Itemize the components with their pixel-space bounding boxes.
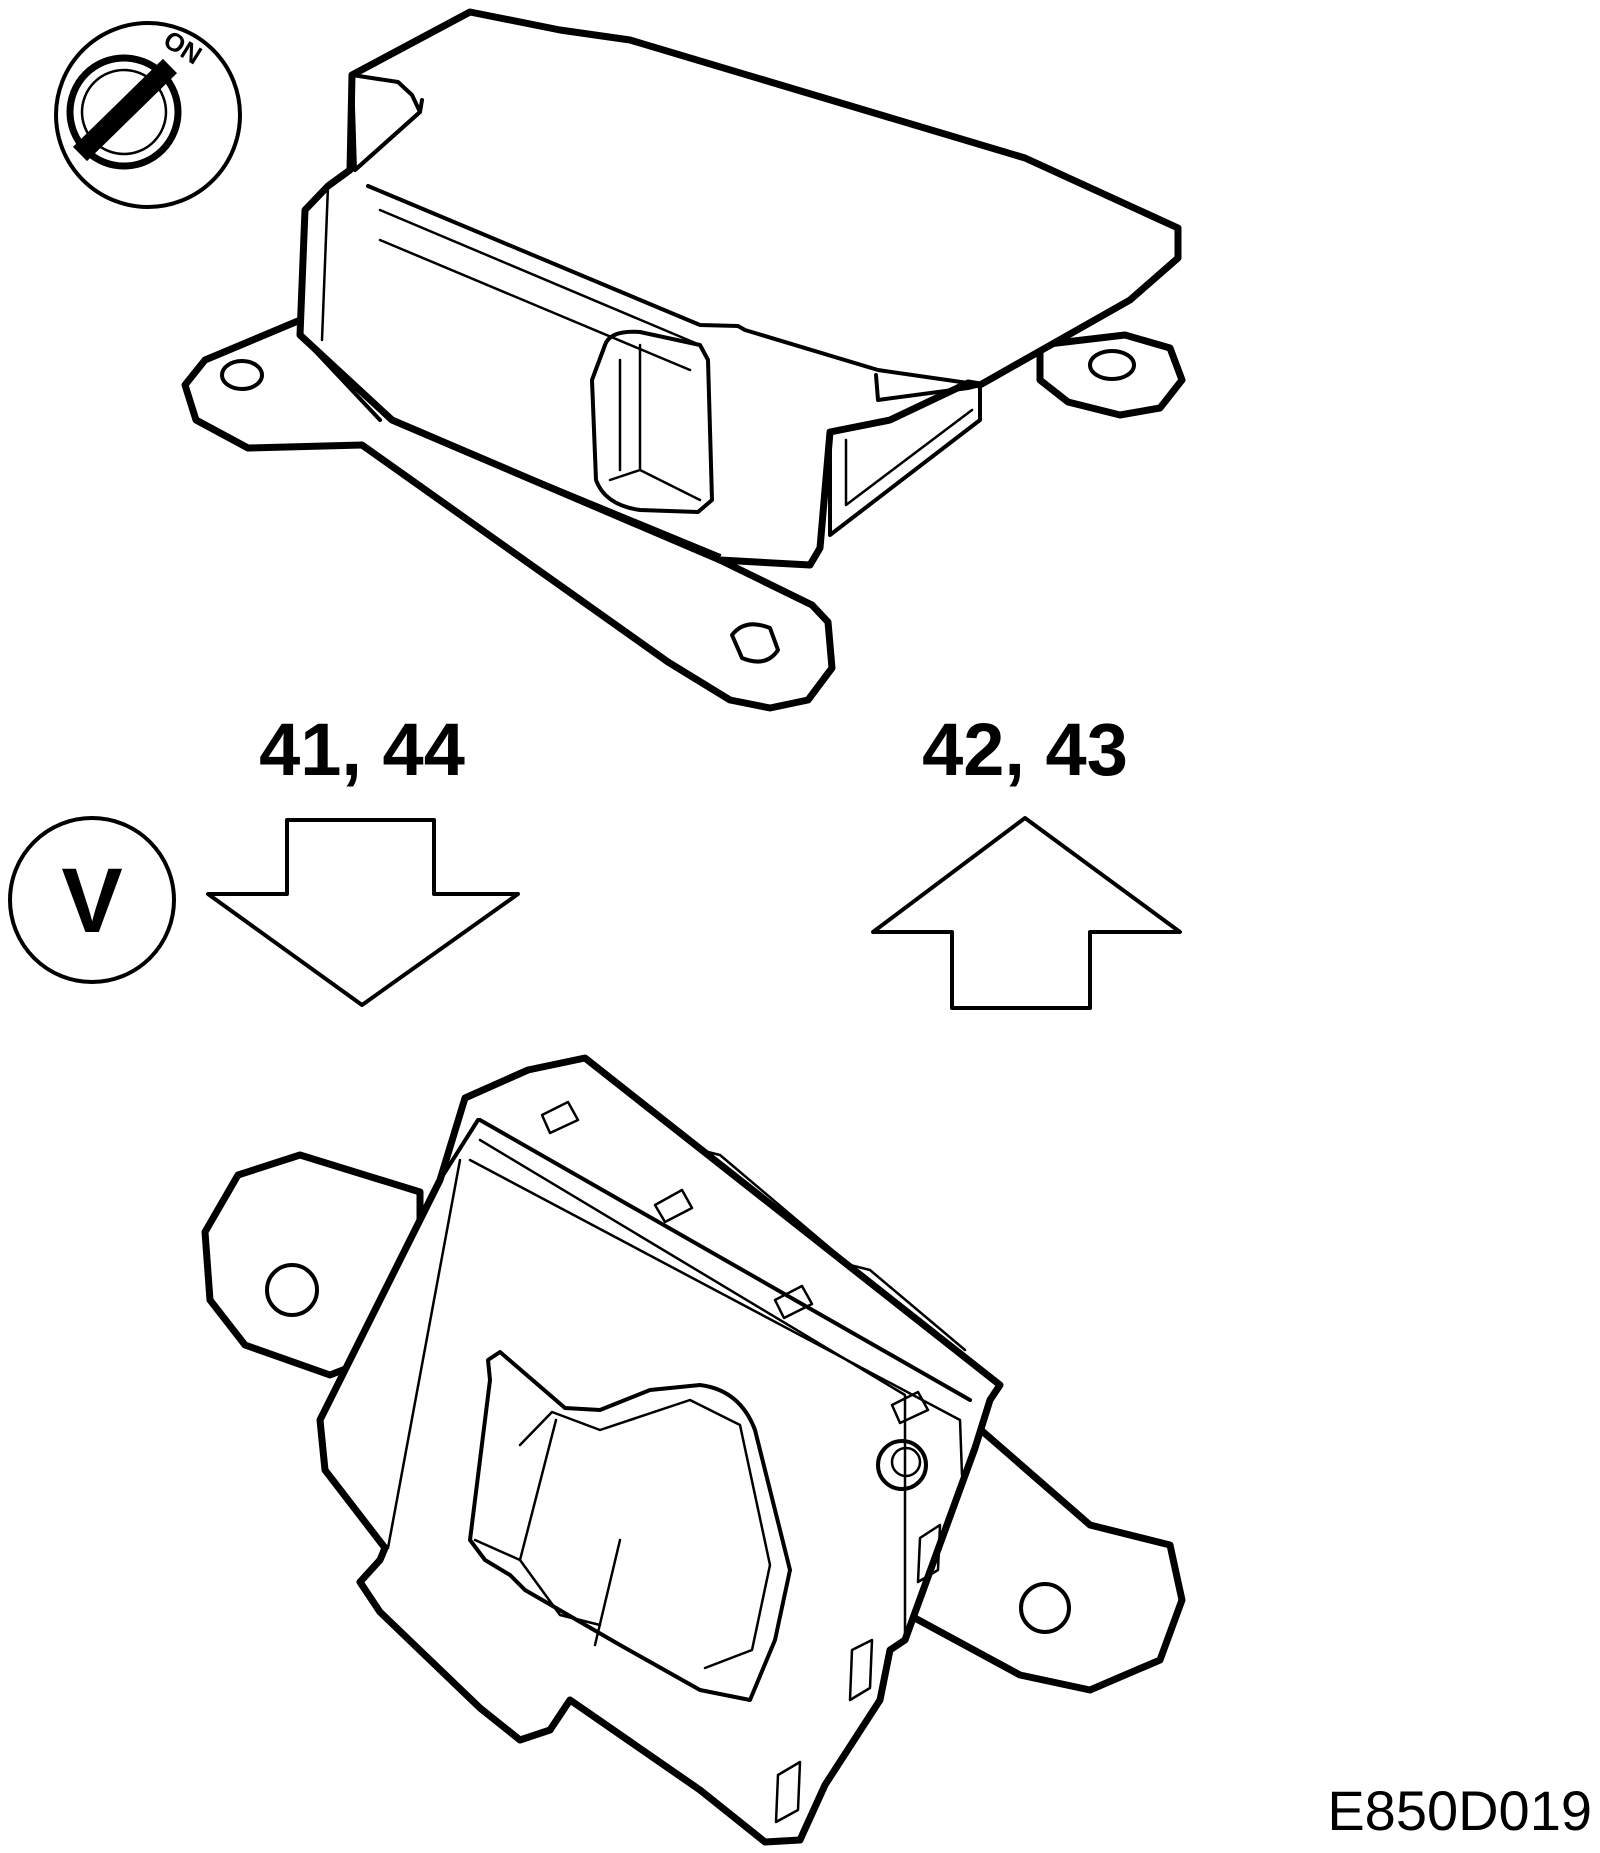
control-module-bottom-view — [201, 1054, 1186, 1846]
arrow-down-icon — [206, 818, 520, 1007]
up-arrow-label: 42, 43 — [922, 708, 1128, 791]
arrow-up-group: 42, 43 — [871, 708, 1182, 1010]
control-module-top-view — [181, 8, 1186, 712]
arrow-up-icon — [871, 816, 1182, 1010]
figure-id: E850D019 — [1327, 1779, 1592, 1842]
voltmeter-label: V — [61, 850, 122, 952]
arrow-down-group: 41, 44 — [206, 708, 520, 1007]
voltmeter-icon: V — [8, 816, 176, 984]
down-arrow-label: 41, 44 — [259, 708, 465, 791]
ignition-key-icon: ON — [54, 21, 242, 209]
